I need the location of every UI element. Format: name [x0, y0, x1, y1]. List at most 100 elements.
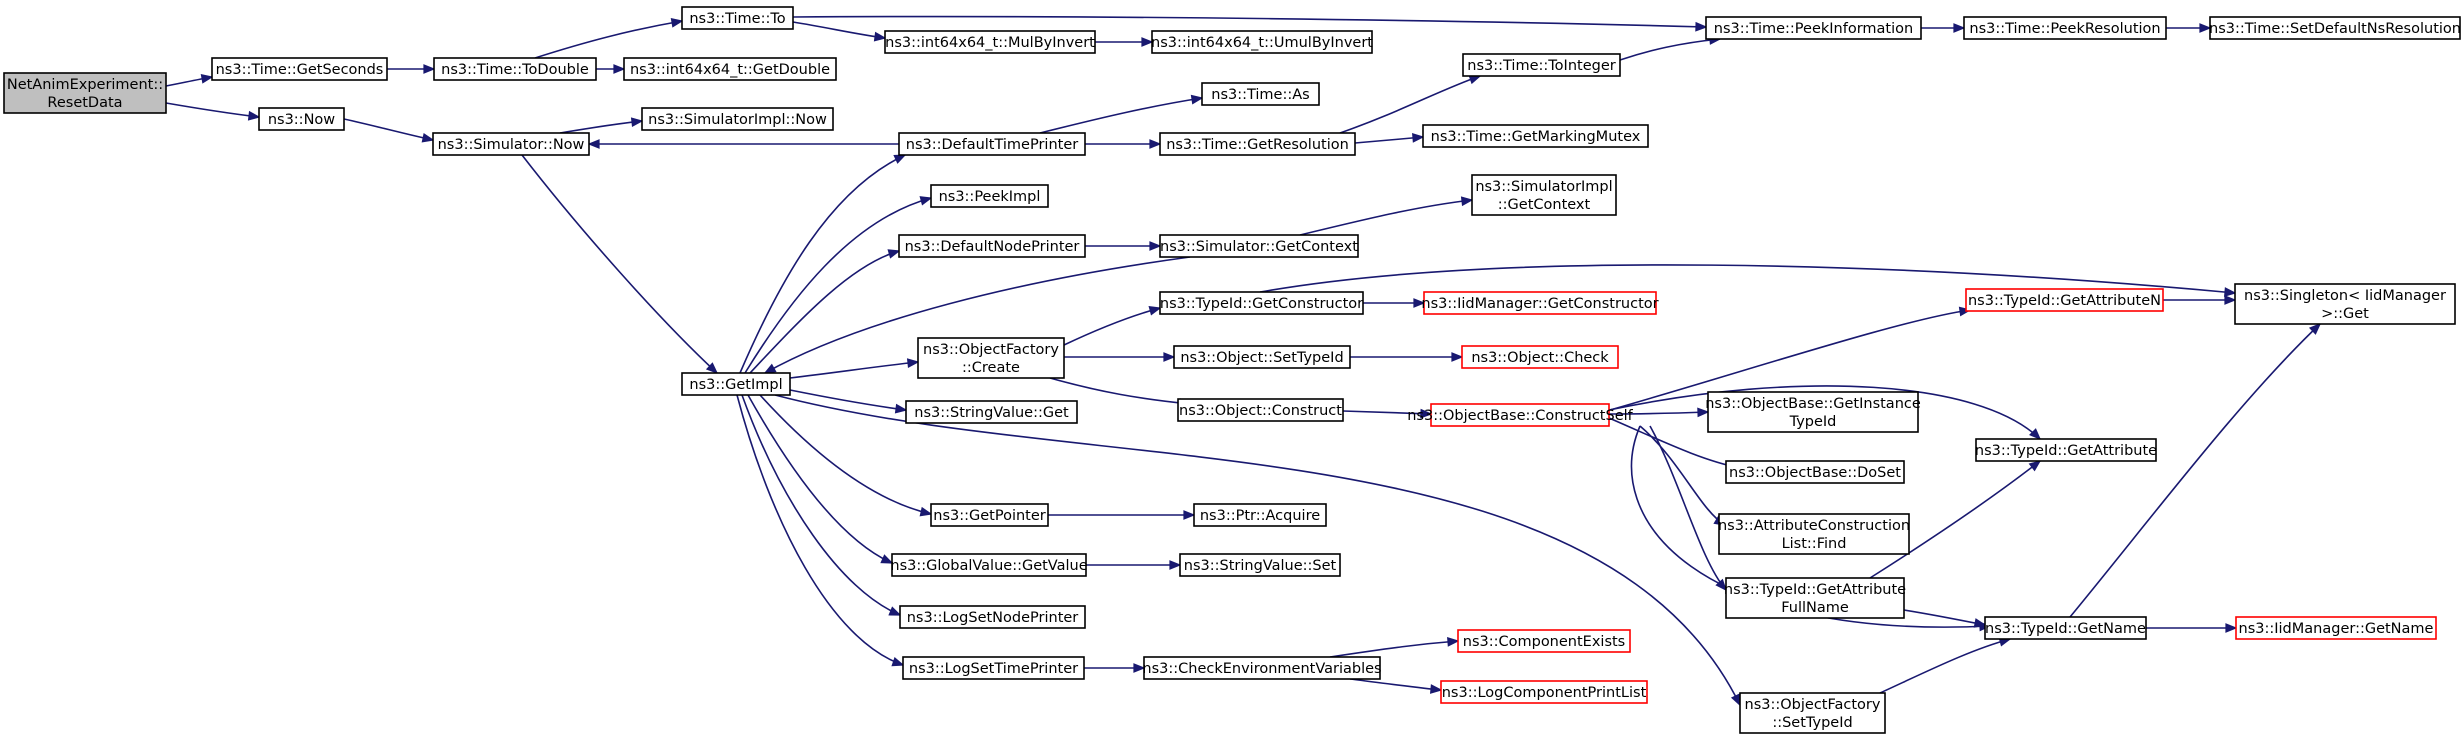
node-stringvalue-get[interactable]: ns3::StringValue::Get	[905, 400, 1078, 424]
node-ptr-acquire[interactable]: ns3::Ptr::Acquire	[1193, 503, 1327, 527]
node-getseconds[interactable]: ns3::Time::GetSeconds	[211, 57, 388, 81]
edge-typeid_getname-to-singleton_get	[2069, 322, 2322, 618]
edge-root-to-now	[165, 102, 261, 121]
node-getdouble[interactable]: ns3::int64x64_t::GetDouble	[623, 57, 837, 81]
node-todouble[interactable]: ns3::Time::ToDouble	[433, 57, 597, 81]
node-componentexists[interactable]: ns3::ComponentExists	[1457, 629, 1631, 653]
node-checkenvvars[interactable]: ns3::CheckEnvironmentVariables	[1142, 656, 1382, 680]
arrowhead	[1190, 94, 1204, 105]
node-constructself[interactable]: ns3::ObjectBase::ConstructSelf	[1407, 403, 1634, 427]
arrowhead	[1148, 306, 1162, 316]
node-object-check[interactable]: ns3::Object::Check	[1461, 345, 1619, 369]
arrowhead	[421, 133, 435, 143]
node-box	[884, 30, 1096, 54]
arrowhead	[2199, 23, 2212, 33]
arrowhead	[1183, 510, 1196, 520]
node-label: ns3::TypeId::GetAttribute	[1724, 582, 1906, 598]
arrowhead	[613, 64, 626, 74]
node-box	[1193, 503, 1327, 527]
edge-object_settypeid-to-object_check	[1350, 352, 1464, 362]
node-iidmanager-getname[interactable]: ns3::IidManager::GetName	[2235, 616, 2437, 640]
node-peekresolution[interactable]: ns3::Time::PeekResolution	[1963, 16, 2167, 40]
edge-mulbyinvert-to-umulbyinvert	[1095, 37, 1154, 47]
node-label: ::GetContext	[1498, 197, 1591, 213]
arrowhead	[1697, 407, 1710, 418]
node-getimpl[interactable]: ns3::GetImpl	[681, 372, 791, 396]
node-label: ns3::StringValue::Set	[1184, 558, 1337, 574]
node-stringvalue-set[interactable]: ns3::StringValue::Set	[1179, 553, 1341, 577]
node-time-as[interactable]: ns3::Time::As	[1201, 82, 1320, 106]
node-singleton-get[interactable]: ns3::Singleton< IidManager >::Get	[2234, 283, 2456, 325]
arrowhead	[1141, 37, 1154, 47]
node-logsettimeprinter[interactable]: ns3::LogSetTimePrinter	[902, 656, 1085, 680]
call-nodes: NetAnimExperiment::ResetDatans3::Time::G…	[3, 6, 2461, 734]
node-box	[1457, 629, 1631, 653]
arrowhead	[1149, 241, 1162, 251]
node-time-to[interactable]: ns3::Time::To	[681, 6, 794, 30]
node-box	[1159, 234, 1359, 258]
node-box	[432, 132, 590, 156]
edge-now-to-simulator_now	[343, 118, 435, 143]
node-label: ns3::Singleton< IidManager	[2244, 288, 2446, 304]
edge-todouble-to-time_to	[534, 17, 684, 59]
node-object-construct[interactable]: ns3::Object::Construct	[1177, 398, 1344, 422]
node-label: ns3::TypeId::GetAttributeN	[1968, 293, 2161, 309]
node-box	[1471, 174, 1617, 216]
node-label: ns3::Simulator::Now	[438, 137, 585, 153]
node-box	[3, 72, 167, 114]
node-getmarkingmutex[interactable]: ns3::Time::GetMarkingMutex	[1422, 124, 1649, 148]
node-getpointer[interactable]: ns3::GetPointer	[930, 503, 1049, 527]
node-typeid-getattributen[interactable]: ns3::TypeId::GetAttributeN	[1965, 288, 2164, 312]
node-typeid-getname[interactable]: ns3::TypeId::GetName	[1984, 616, 2147, 640]
arrowhead	[670, 17, 684, 28]
node-mulbyinvert[interactable]: ns3::int64x64_t::MulByInvert	[884, 30, 1096, 54]
arrowhead	[1460, 196, 1474, 207]
node-box	[1718, 513, 1910, 555]
node-getresolution[interactable]: ns3::Time::GetResolution	[1159, 132, 1356, 156]
node-defaultnodeprinter[interactable]: ns3::DefaultNodePrinter	[898, 234, 1086, 258]
node-iidmanager-getconstructor[interactable]: ns3::IidManager::GetConstructor	[1421, 291, 1659, 315]
node-object-settypeid[interactable]: ns3::Object::SetTypeId	[1173, 345, 1351, 369]
node-box	[891, 553, 1087, 577]
arrowhead	[2028, 460, 2042, 472]
node-box	[930, 184, 1049, 208]
edge-getimpl-to-stringvalue_get	[789, 389, 908, 414]
node-logsetnodeprinter[interactable]: ns3::LogSetNodePrinter	[899, 605, 1086, 629]
node-label: List::Find	[1782, 536, 1847, 552]
arrowhead	[888, 606, 902, 616]
node-time-tointeger[interactable]: ns3::Time::ToInteger	[1462, 53, 1621, 77]
edge-todouble-to-getdouble	[596, 64, 626, 74]
node-umulbyinvert[interactable]: ns3::int64x64_t::UmulByInvert	[1151, 30, 1373, 54]
node-setdefaultnsres[interactable]: ns3::Time::SetDefaultNsResolution	[2209, 16, 2461, 40]
node-defaulttimeprinter[interactable]: ns3::DefaultTimePrinter	[898, 132, 1086, 156]
node-objfactory-create[interactable]: ns3::ObjectFactory::Create	[917, 337, 1065, 379]
node-typeid-getconstructor[interactable]: ns3::TypeId::GetConstructor	[1159, 291, 1364, 315]
node-simulator-now[interactable]: ns3::Simulator::Now	[432, 132, 590, 156]
node-logcomponentprintlist[interactable]: ns3::LogComponentPrintList	[1440, 680, 1648, 704]
node-now[interactable]: ns3::Now	[258, 107, 345, 131]
edge-constructself-to-getattributefullname	[1649, 425, 1728, 592]
node-root[interactable]: NetAnimExperiment::ResetData	[3, 72, 167, 114]
edge-getimpl-to-logsettimeprinter	[736, 394, 905, 667]
arrowhead	[705, 362, 719, 375]
node-label: ns3::GetImpl	[689, 377, 782, 393]
node-box	[1963, 16, 2167, 40]
arrowhead	[891, 656, 905, 667]
node-globalvalue-getvalue[interactable]: ns3::GlobalValue::GetValue	[890, 553, 1088, 577]
arrowhead	[2224, 295, 2237, 305]
node-peekinformation[interactable]: ns3::Time::PeekInformation	[1705, 16, 1922, 40]
edge-checkenvvars-to-componentexists	[1329, 636, 1460, 658]
arrowhead	[1133, 663, 1146, 673]
node-typeid-getattribute[interactable]: ns3::TypeId::GetAttribute	[1975, 438, 2157, 462]
node-doset[interactable]: ns3::ObjectBase::DoSet	[1725, 460, 1905, 484]
node-label: ns3::GetPointer	[933, 508, 1046, 524]
node-sim-getcontext[interactable]: ns3::Simulator::GetContext	[1159, 234, 1359, 258]
node-objfactory-settypeid[interactable]: ns3::ObjectFactory::SetTypeId	[1739, 692, 1886, 734]
node-simimpl-now[interactable]: ns3::SimulatorImpl::Now	[641, 107, 834, 131]
node-simimpl-getcontext[interactable]: ns3::SimulatorImpl::GetContext	[1471, 174, 1617, 216]
node-peekimpl[interactable]: ns3::PeekImpl	[930, 184, 1049, 208]
arrowhead	[1420, 408, 1433, 419]
